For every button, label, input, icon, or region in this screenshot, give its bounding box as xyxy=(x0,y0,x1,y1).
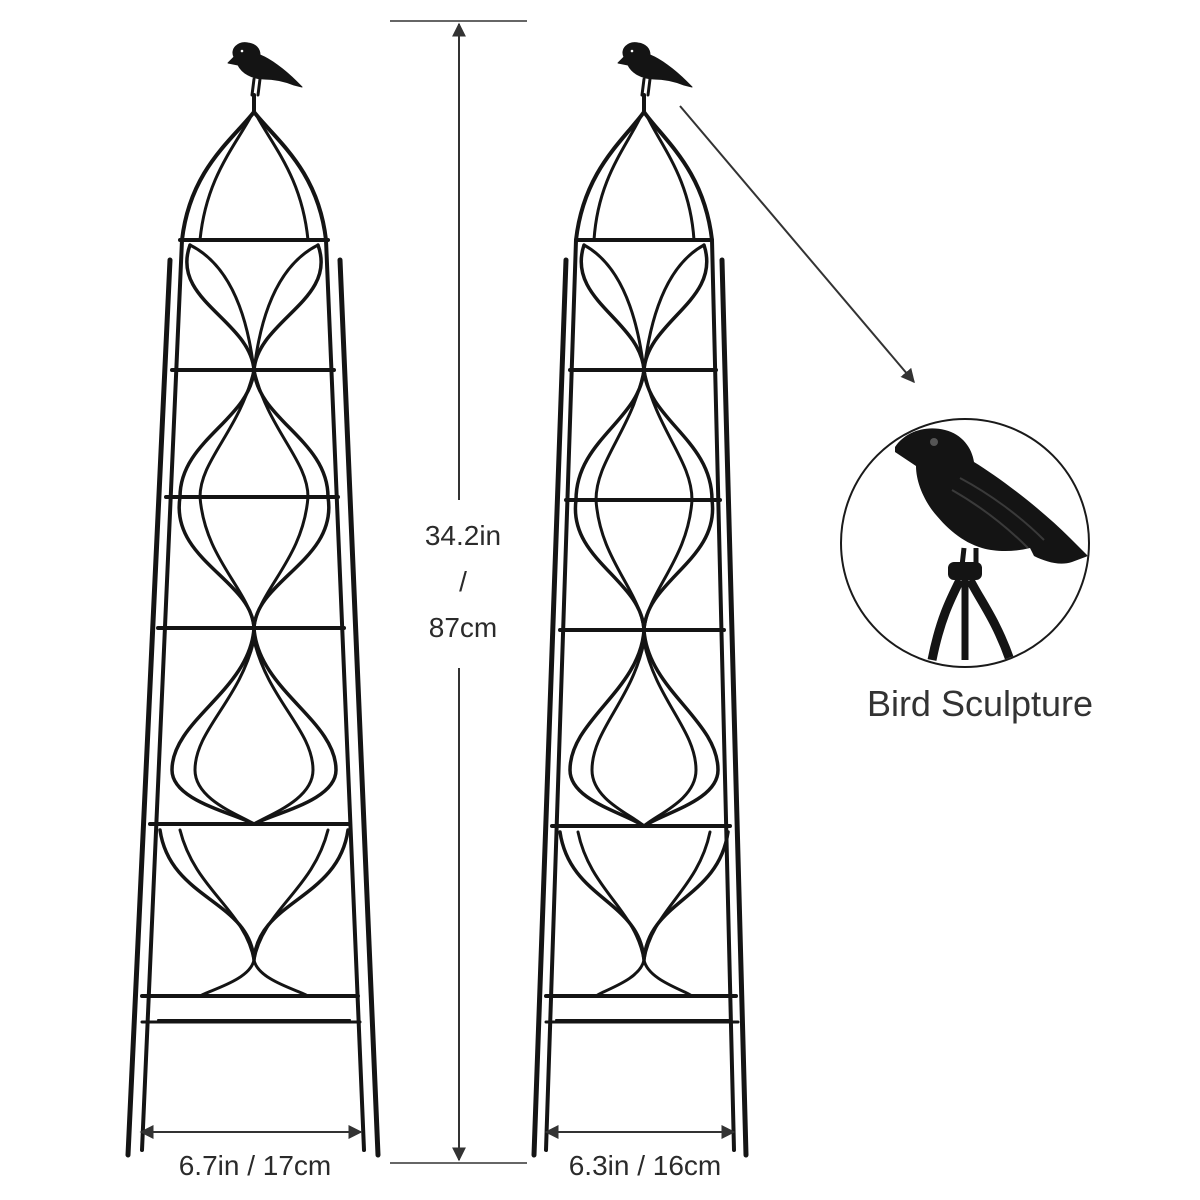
bird-finial-right xyxy=(616,41,694,97)
height-inches-label: 34.2in xyxy=(424,520,502,551)
height-cm-label: 87cm xyxy=(428,612,498,643)
height-separator-label: / xyxy=(459,566,467,597)
obelisk-right xyxy=(531,41,749,1158)
width-right-label: 6.3in / 16cm xyxy=(568,1150,722,1181)
callout-leader-arrow xyxy=(679,105,915,384)
width-left-label: 6.7in / 17cm xyxy=(178,1150,332,1181)
bird-finial-left xyxy=(226,41,304,97)
bird-closeup-callout xyxy=(840,418,1090,668)
height-dimension xyxy=(390,20,527,1164)
obelisk-left xyxy=(125,41,381,1158)
bird-sculpture-label: Bird Sculpture xyxy=(866,683,1094,724)
